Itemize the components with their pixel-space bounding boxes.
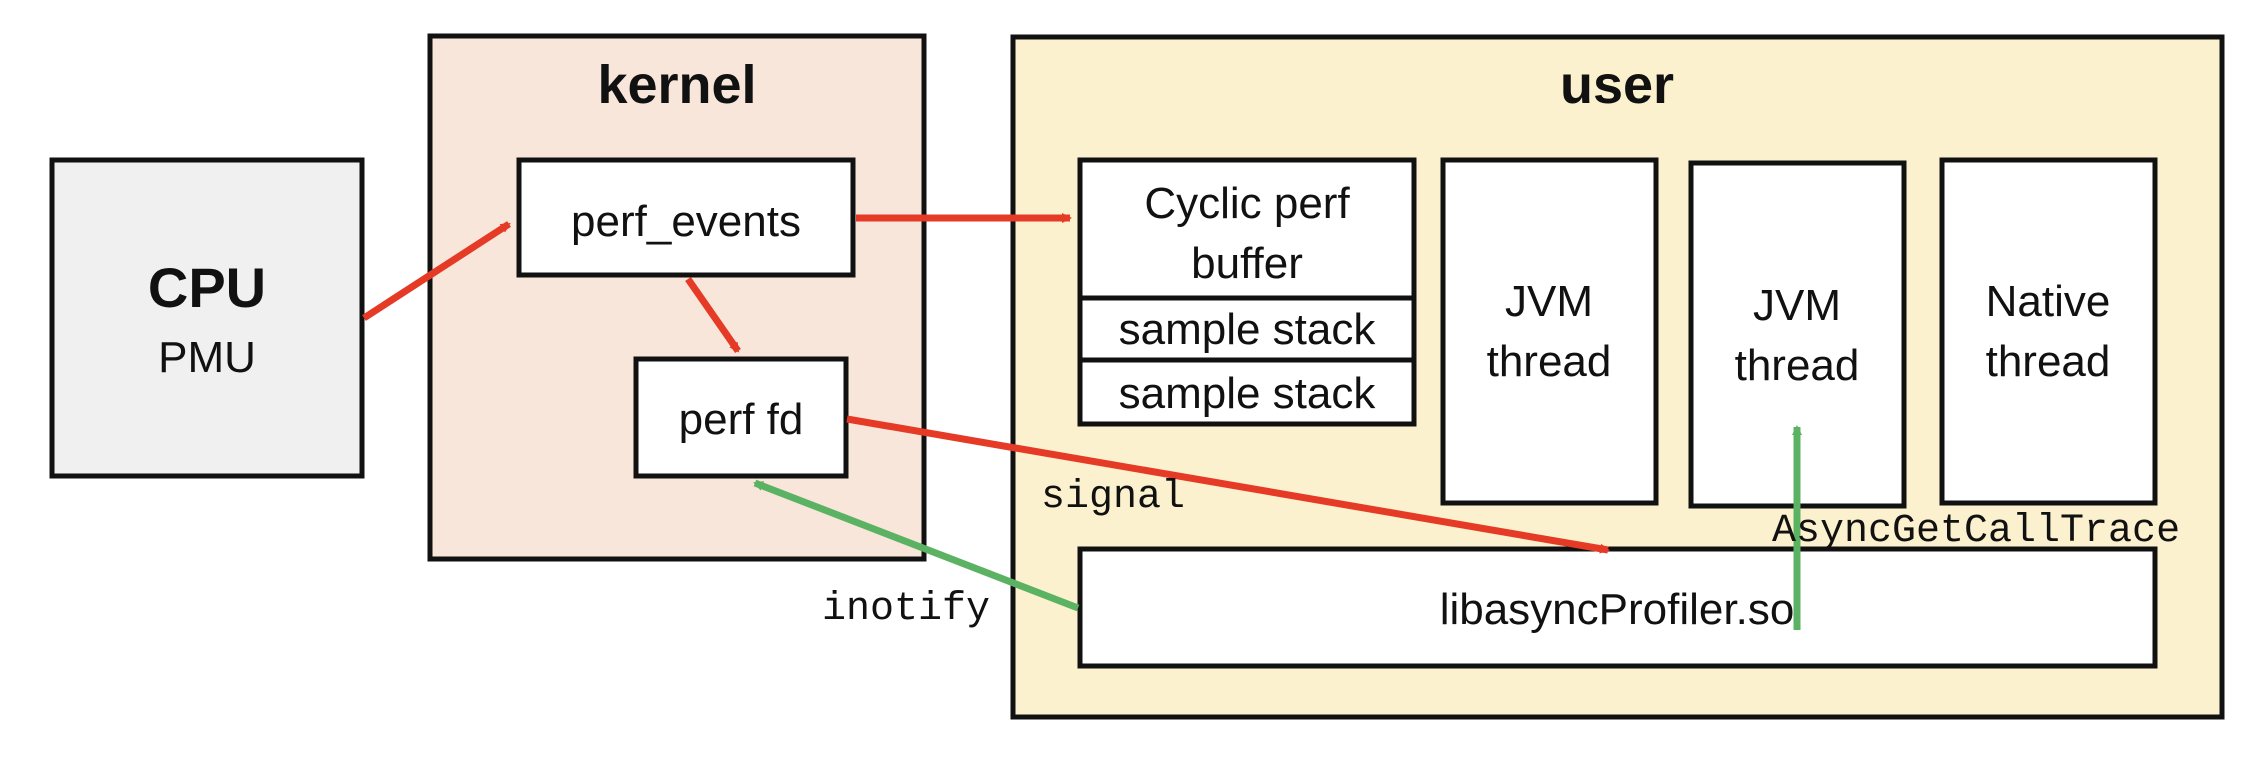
sample-stack-box-1 (1077, 295, 1417, 363)
cyclic-perf-buffer-label-line2: buffer (1191, 239, 1303, 288)
perf-fd-node: perf fd (633, 356, 849, 479)
lib-async-profiler-label: libasyncProfiler.so (1440, 585, 1795, 634)
perf-fd-box (633, 356, 849, 479)
sample-stack-label-1: sample stack (1119, 305, 1377, 354)
cpu-subtitle: PMU (158, 333, 256, 382)
kernel-region: kernel (427, 33, 927, 562)
cpu-box-rect (49, 157, 365, 479)
jvm-thread-label-1-line2: thread (1487, 337, 1612, 386)
cyclic-perf-buffer-node: Cyclic perf buffer sample stack sample s… (1077, 157, 1417, 427)
native-thread-label-line2: thread (1986, 337, 2111, 386)
arrow-lib-to-perf-fd-inotify (753, 479, 1080, 612)
signal-label: signal (1041, 475, 1185, 520)
sample-stack-box-2 (1077, 357, 1417, 427)
perf-events-label: perf_events (571, 197, 801, 246)
arrow-perf-fd-to-lib-signal (846, 415, 1610, 554)
jvm-thread-box-1 (1440, 157, 1659, 506)
cyclic-perf-buffer-label-line1: Cyclic perf (1144, 179, 1350, 228)
kernel-region-title: kernel (597, 55, 756, 115)
native-thread-node: Native thread (1939, 157, 2158, 506)
perf-fd-label: perf fd (679, 395, 804, 444)
lib-async-profiler-box (1077, 546, 2158, 669)
cpu-box: CPU PMU (49, 157, 365, 479)
jvm-thread-label-2-line1: JVM (1753, 281, 1841, 330)
perf-events-node: perf_events (516, 157, 856, 278)
jvm-thread-label-2-line2: thread (1735, 341, 1860, 390)
native-thread-box (1939, 157, 2158, 506)
user-region-title: user (1560, 55, 1674, 115)
inotify-label: inotify (822, 587, 990, 632)
async-get-call-trace-label: AsyncGetCallTrace (1772, 509, 2180, 554)
lib-async-profiler-node: libasyncProfiler.so (1077, 546, 2158, 669)
jvm-thread-label-1-line1: JVM (1505, 277, 1593, 326)
native-thread-label-line1: Native (1986, 277, 2111, 326)
sample-stack-label-2: sample stack (1119, 369, 1377, 418)
arrow-perf-events-to-perf-fd (685, 277, 741, 353)
perf-events-box (516, 157, 856, 278)
arrow-cpu-to-perf-events (362, 221, 511, 321)
cpu-title: CPU (148, 256, 266, 319)
arrows (362, 213, 1802, 630)
jvm-thread-node-1: JVM thread (1440, 157, 1659, 506)
